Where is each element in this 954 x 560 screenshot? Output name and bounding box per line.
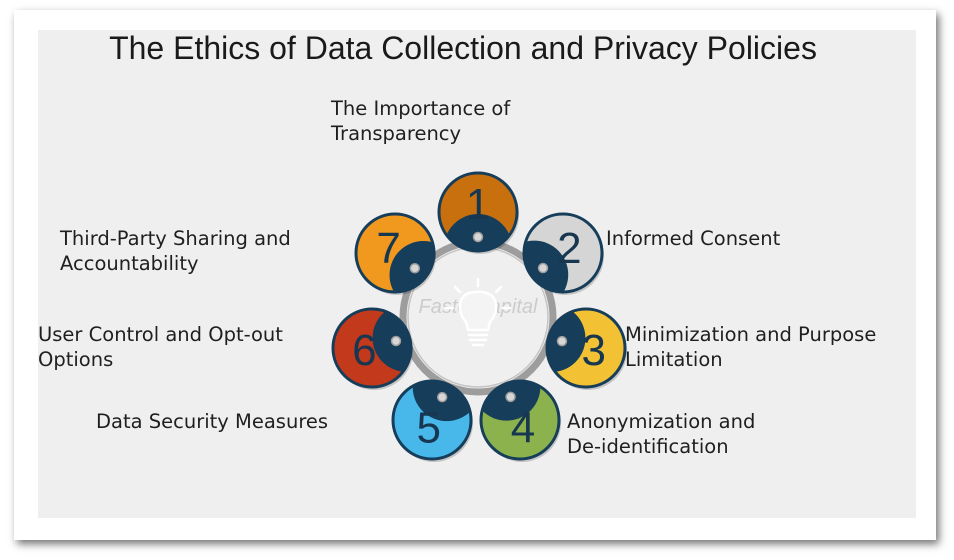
step-2-node: 2 [522,212,604,295]
step-5-label-line-1: Data Security Measures [96,410,329,433]
step-5-connector-dot [436,391,448,403]
step-4-node: 4 [479,379,561,462]
step-5-number: 5 [416,403,440,452]
step-7-label-line-2: Accountability [60,252,199,275]
step-2-number: 2 [557,224,581,273]
step-1-label-line-1: The Importance of [331,97,511,120]
step-4-label-line-1: Anonymization and [567,410,756,433]
step-2-label: Informed Consent [606,226,780,251]
step-1-label-line-2: Transparency [331,122,462,145]
step-1-inner-segment [444,214,512,251]
step-5-inner-segment [412,381,471,422]
step-4-connector-dot [505,391,516,403]
step-6-inner-segment [372,309,411,372]
step-4-inner-segment [481,381,541,421]
step-1-connector-dot [472,231,484,243]
step-6-connector-dot [390,335,402,347]
step-5-node: 5 [391,379,473,462]
step-2-label-line-1: Informed Consent [606,227,781,250]
step-1-number: 1 [466,180,490,229]
step-7-node: 7 [354,212,436,295]
step-4-label-line-2: De-identification [567,435,729,458]
slide-title: The Ethics of Data Collection and Privac… [109,30,817,66]
step-3-number: 3 [581,326,605,375]
step-7-number: 7 [376,224,400,273]
step-3-label-line-1: Minimization and Purpose [625,323,877,346]
step-6-number: 6 [352,326,376,375]
step-6-node: 6 [331,307,413,390]
step-3-label: Minimization and Purpose Limitation [625,322,876,372]
step-4-label: Anonymization and De-identification [567,409,755,459]
step-6-label: User Control and Opt-out Options [38,322,283,372]
step-7-connector-dot [409,263,421,274]
step-3-node: 3 [545,307,627,390]
step-1-node: 1 [437,171,519,254]
step-2-connector-dot [537,262,549,274]
step-5-label: Data Security Measures [96,409,328,434]
step-7-label-line-1: Third-Party Sharing and [60,227,291,250]
slide-canvas [38,30,916,518]
step-3-connector-dot [556,335,568,347]
step-3-label-line-2: Limitation [625,348,723,371]
step-4-number: 4 [511,403,535,452]
step-7-label: Third-Party Sharing and Accountability [60,226,291,276]
step-6-label-line-1: User Control and Opt-out [38,323,283,346]
step-6-label-line-2: Options [38,348,114,371]
lightbulb-icon [444,277,512,347]
step-3-inner-segment [547,309,586,373]
step-1-label: The Importance of Transparency [331,96,510,146]
